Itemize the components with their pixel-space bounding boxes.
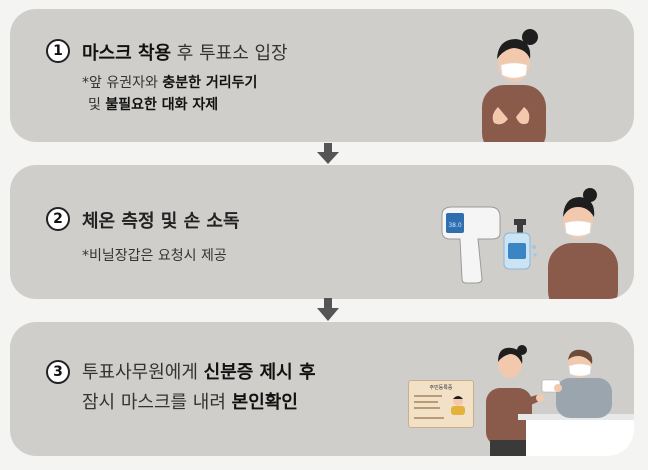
title-text: 투표사무원에게: [82, 362, 204, 383]
step-title-bold: 마스크 착용: [82, 43, 172, 64]
person-with-mask-icon: [486, 345, 544, 456]
step-number-badge: 2: [46, 207, 70, 231]
desk: [526, 418, 634, 456]
step-number-badge: 1: [46, 39, 70, 63]
step-title: 체온 측정 및 손 소독: [82, 211, 240, 232]
step-title-rest: 후 투표소 입장: [171, 43, 288, 64]
down-arrow-icon: [316, 298, 340, 322]
step-3-card: 3 투표사무원에게 신분증 제시 후 잠시 마스크를 내려 본인확인 주민등록증: [10, 322, 634, 456]
poll-worker-icon: [541, 349, 612, 418]
thermometer-icon: 38.0: [441, 206, 501, 284]
step-1-card: 1 마스크 착용 후 투표소 입장 *앞 유권자와 충분한 거리두기 및 불필요…: [10, 9, 634, 142]
person-with-mask-icon: [482, 29, 546, 142]
id-card-title: 주민등록증: [429, 385, 453, 391]
step-2-card: 2 체온 측정 및 손 소독 *비닐장갑은 요청시 제공 38.0: [10, 165, 634, 299]
id-card-icon: 주민등록증: [408, 380, 474, 428]
title-text-bold: 신분증 제시 후: [203, 362, 316, 383]
id-photo-icon: [451, 396, 465, 415]
down-arrow-icon: [316, 143, 340, 165]
sanitizer-icon: [503, 219, 537, 270]
note-text: 및: [88, 97, 106, 113]
step-note: *비닐장갑은 요청시 제공: [82, 248, 227, 264]
step-number-badge: 3: [46, 360, 70, 384]
note-text-bold: 불필요한 대화 자제: [105, 97, 219, 113]
step-note: *앞 유권자와 충분한 거리두기 및 불필요한 대화 자제: [82, 72, 257, 116]
title-text-bold: 본인확인: [231, 392, 298, 413]
person-with-mask-icon: [548, 188, 618, 299]
step-title: 투표사무원에게 신분증 제시 후 잠시 마스크를 내려 본인확인: [82, 358, 316, 418]
thermometer-reading: 38.0: [448, 222, 462, 229]
title-text: 잠시 마스크를 내려: [82, 392, 232, 413]
note-text: *앞 유권자와: [82, 75, 163, 91]
note-text-bold: 충분한 거리두기: [162, 75, 258, 91]
step-title: 마스크 착용 후 투표소 입장: [82, 39, 288, 65]
